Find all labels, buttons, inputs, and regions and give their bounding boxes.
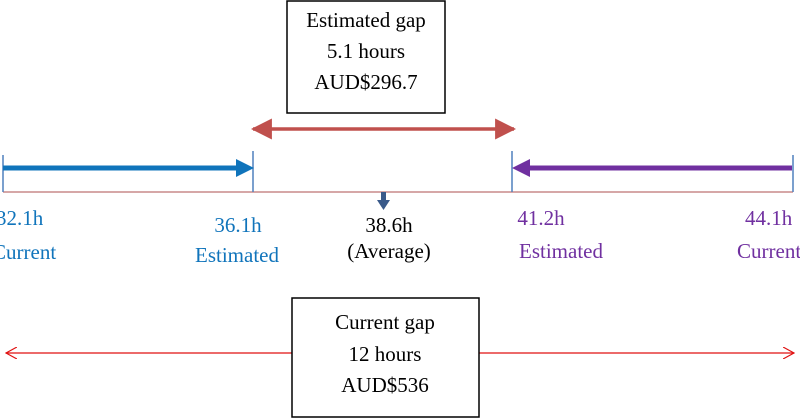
left-estimated-label: Estimated <box>195 243 279 267</box>
estimated-gap-box: Estimated gap 5.1 hours AUD$296.7 <box>286 0 446 114</box>
purple-estimate-arrow <box>512 159 792 177</box>
right-current-label: Current <box>737 239 800 263</box>
average-label: (Average) <box>347 239 431 263</box>
right-current-value: 44.1h <box>745 206 793 230</box>
axis-ticks <box>2 151 794 192</box>
estimated-gap-title: Estimated gap <box>306 8 426 32</box>
current-gap-box: Current gap 12 hours AUD$536 <box>291 297 480 418</box>
estimated-gap-hours: 5.1 hours <box>327 39 405 63</box>
left-current-value: 32.1h <box>0 206 44 230</box>
left-current-label: Current <box>0 240 56 264</box>
current-gap-hours: 12 hours <box>349 342 422 366</box>
left-estimated-value: 36.1h <box>214 213 262 237</box>
average-value: 38.6h <box>365 213 413 237</box>
current-gap-title: Current gap <box>335 310 435 334</box>
right-estimated-label: Estimated <box>519 239 603 263</box>
blue-estimate-arrow <box>3 159 254 177</box>
current-gap-cost: AUD$536 <box>341 373 429 397</box>
estimated-gap-cost: AUD$296.7 <box>314 70 417 94</box>
average-marker <box>377 192 390 210</box>
right-estimated-value: 41.2h <box>517 206 565 230</box>
